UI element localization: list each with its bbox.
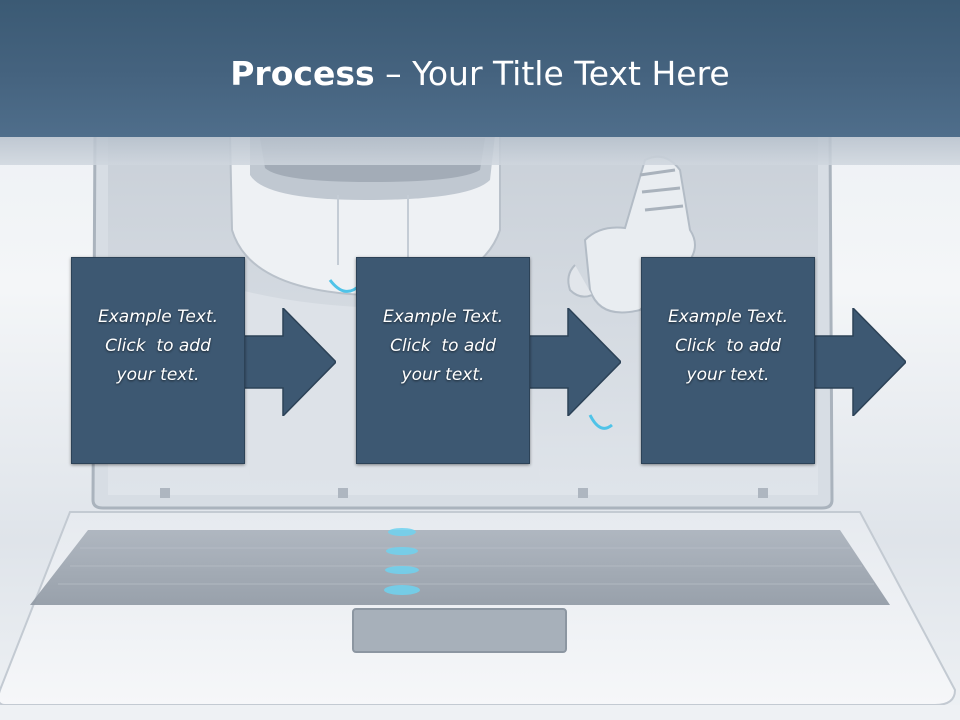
step-1-text[interactable]: Example Text. Click to add your text. xyxy=(83,303,233,390)
step-2-text[interactable]: Example Text. Click to add your text. xyxy=(368,303,518,390)
slide-title[interactable]: Process – Your Title Text Here xyxy=(0,52,960,96)
step-3-text[interactable]: Example Text. Click to add your text. xyxy=(653,303,803,390)
process-step-1[interactable]: Example Text. Click to add your text. xyxy=(71,257,245,464)
step-3-line-2: Click to add xyxy=(675,336,781,356)
step-2-line-2: Click to add xyxy=(390,336,496,356)
process-arrow-3[interactable] xyxy=(810,308,906,416)
title-band-strip xyxy=(0,137,960,165)
process-step-2[interactable]: Example Text. Click to add your text. xyxy=(356,257,530,464)
title-band xyxy=(0,0,960,137)
slide-title-rest: – Your Title Text Here xyxy=(374,54,730,93)
step-3-line-3: your text. xyxy=(686,365,770,385)
step-2-line-3: your text. xyxy=(401,365,485,385)
slide-title-bold: Process xyxy=(230,54,375,93)
step-1-line-3: your text. xyxy=(116,365,200,385)
step-2-line-1: Example Text. xyxy=(382,307,504,327)
process-step-3[interactable]: Example Text. Click to add your text. xyxy=(641,257,815,464)
process-arrow-2[interactable] xyxy=(525,308,621,416)
step-3-line-1: Example Text. xyxy=(667,307,789,327)
step-1-line-2: Click to add xyxy=(105,336,211,356)
process-arrow-1[interactable] xyxy=(240,308,336,416)
step-1-line-1: Example Text. xyxy=(97,307,219,327)
